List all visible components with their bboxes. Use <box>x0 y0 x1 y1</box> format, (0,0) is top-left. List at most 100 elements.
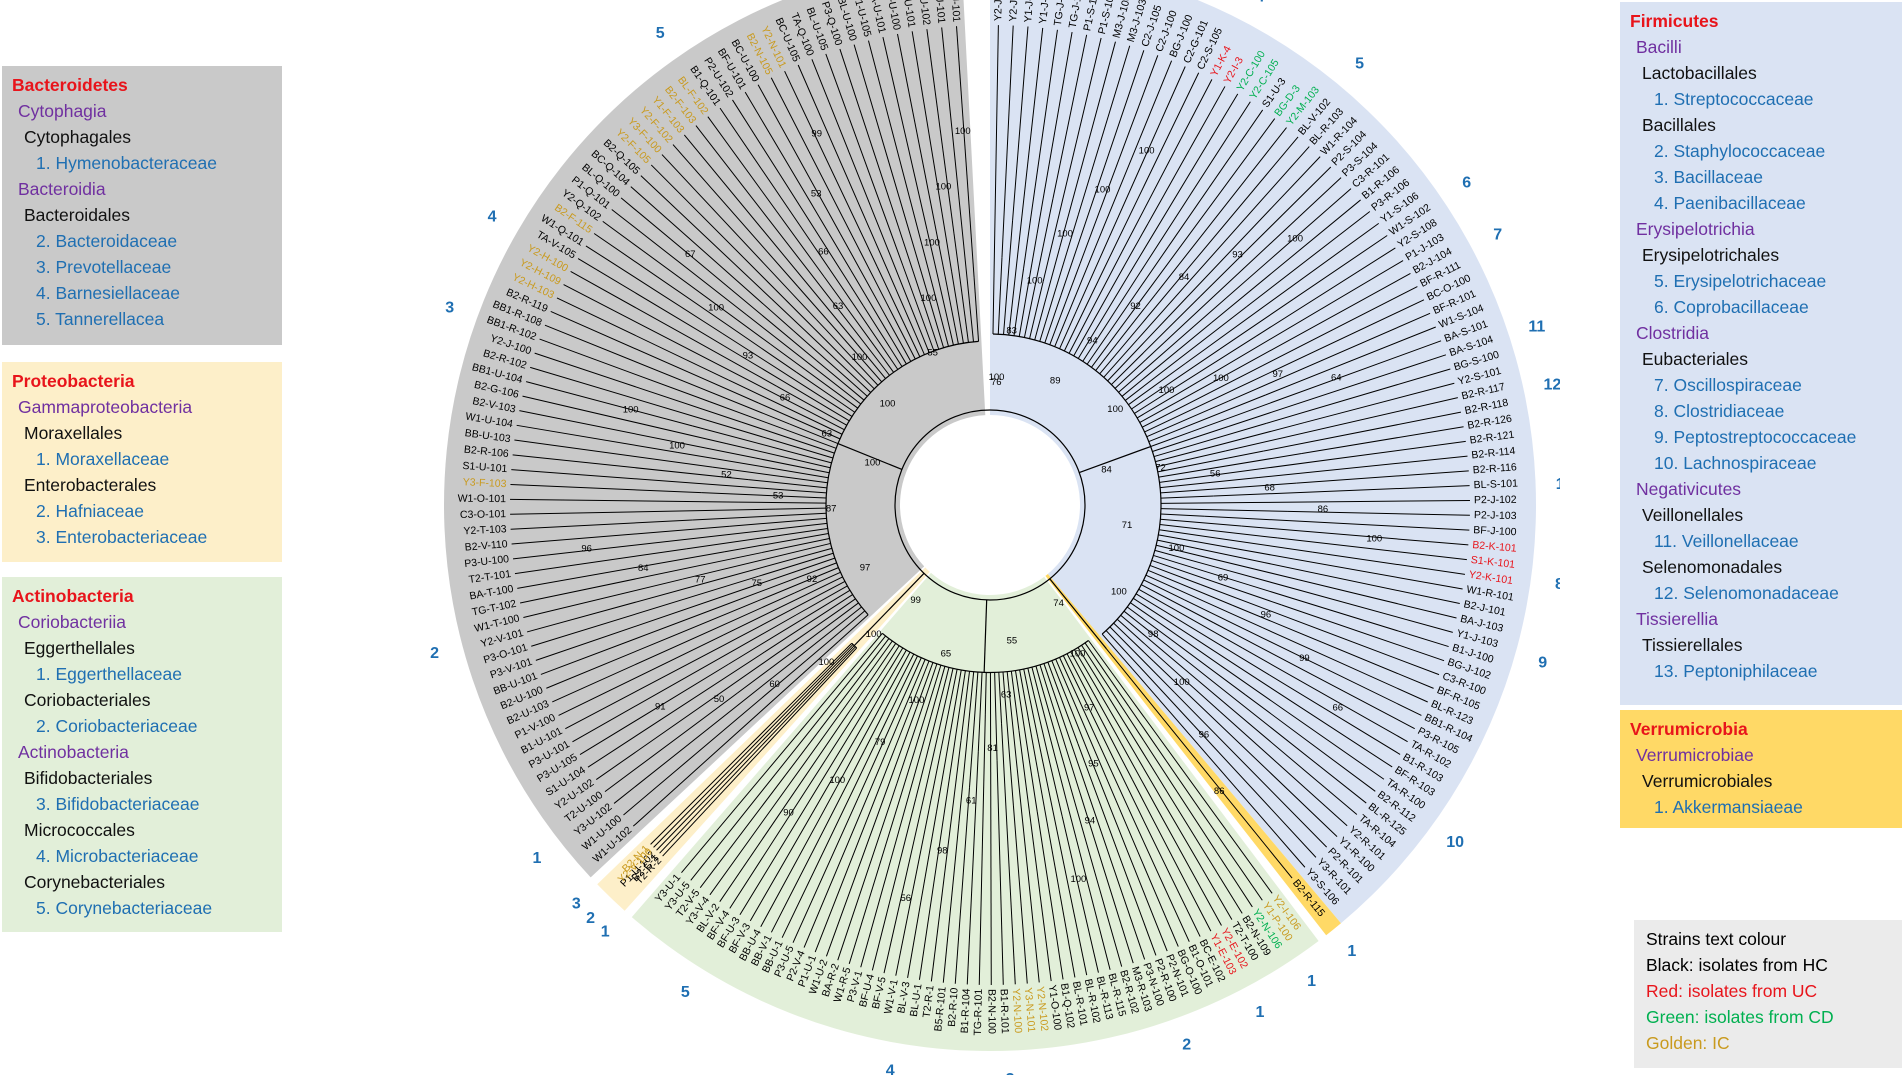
strain-label: P3-U-100 <box>464 553 510 570</box>
clade-number: 10 <box>1446 834 1464 851</box>
tree-branch <box>917 662 934 704</box>
bootstrap-value: 53 <box>773 490 784 501</box>
tree-branch <box>1304 382 1455 424</box>
tree-branch <box>968 672 979 788</box>
tree-branch <box>1111 672 1273 894</box>
bootstrap-value: 52 <box>721 469 732 480</box>
bootstrap-value: 100 <box>935 181 951 192</box>
tree-branch <box>1266 368 1451 424</box>
tree-branch <box>1242 647 1408 743</box>
tree-branch <box>544 324 790 425</box>
tree-branch <box>1191 299 1425 411</box>
bootstrap-value: 64 <box>1331 372 1342 383</box>
tree-branch <box>1054 231 1103 347</box>
tree-branch <box>1106 648 1132 681</box>
tree-branch <box>701 492 827 499</box>
tree-branch <box>732 99 864 307</box>
bootstrap-value: 86 <box>1318 504 1329 515</box>
tree-branch <box>1265 326 1436 396</box>
strain-label: Y3-N-101 <box>1022 987 1037 1033</box>
tree-branch <box>535 570 797 661</box>
tree-branch <box>1213 622 1415 730</box>
tree-branch <box>1160 482 1297 494</box>
tree-branch <box>1160 495 1214 499</box>
bootstrap-value: 89 <box>1050 375 1061 386</box>
bootstrap-value: 99 <box>1299 653 1310 664</box>
tree-branch <box>1105 630 1195 726</box>
tree-branch <box>1121 322 1212 397</box>
tree-branch <box>794 571 841 594</box>
tree-branch <box>738 501 827 504</box>
tree-branch <box>930 304 945 348</box>
tree-branch <box>662 676 830 857</box>
tree-branch <box>1185 136 1299 272</box>
tree-branch <box>556 297 729 381</box>
tree-branch <box>1167 109 1264 247</box>
tree-branch <box>883 763 932 974</box>
tree-branch <box>895 728 946 976</box>
tree-branch <box>1147 86 1226 224</box>
tree-branch <box>1077 299 1115 359</box>
tree-branch <box>611 209 747 316</box>
tree-branch <box>1158 534 1230 549</box>
tree-branch <box>886 302 916 360</box>
tree-branch <box>829 632 883 696</box>
tree-branch <box>623 660 807 816</box>
tree-branch <box>722 332 853 417</box>
strain-label: BL-U-1 <box>908 983 925 1018</box>
tree-branch <box>1128 706 1263 901</box>
tree-branch <box>764 594 853 653</box>
tree-branch <box>1244 694 1376 792</box>
bootstrap-value: 84 <box>1101 464 1112 475</box>
tree-branch <box>1068 251 1123 354</box>
tree-branch <box>741 421 835 454</box>
tree-branch <box>1079 445 1151 474</box>
tree-branch <box>784 489 827 494</box>
strain-label: Y2-T-103 <box>463 523 507 537</box>
tree-branch <box>746 644 854 753</box>
tree-branch <box>792 797 859 943</box>
tree-branch <box>1012 26 1029 221</box>
clade-number: 5 <box>681 984 690 1001</box>
tree-branch <box>1019 669 1039 775</box>
tree-branch <box>737 602 859 694</box>
tree-branch <box>1159 529 1313 553</box>
tree-branch <box>1139 101 1251 273</box>
bootstrap-value: 66 <box>818 246 829 257</box>
tree-branch <box>1219 711 1348 827</box>
tree-branch <box>1008 184 1026 336</box>
tree-branch <box>958 671 975 825</box>
tree-branch <box>1228 312 1431 402</box>
tree-branch <box>519 410 761 460</box>
tree-branch <box>993 25 999 295</box>
tree-branch <box>709 713 841 896</box>
legend-family: 2. Staphylococcaceae <box>1654 141 1826 161</box>
tree-branch <box>1029 281 1044 339</box>
tree-branch <box>1059 657 1100 745</box>
tree-branch <box>1109 626 1175 693</box>
bootstrap-value: 100 <box>1095 185 1111 196</box>
tree-branch <box>1262 627 1428 703</box>
legend-strain-row: Black: isolates from HC <box>1646 955 1828 975</box>
tree-branch <box>1077 743 1157 956</box>
legend-order: Tissierellales <box>1642 635 1743 655</box>
tree-branch <box>1121 79 1213 252</box>
strain-label: Y3-F-103 <box>462 476 506 490</box>
tree-branch <box>1010 671 1020 731</box>
bootstrap-value: 100 <box>1057 228 1073 239</box>
legend-order: Enterobacterales <box>24 475 157 495</box>
bootstrap-value: 100 <box>623 405 639 416</box>
tree-branch <box>1077 647 1158 777</box>
tree-branch <box>659 702 803 854</box>
tree-branch <box>1063 280 1099 352</box>
bootstrap-value: 100 <box>865 457 881 468</box>
legend-order: Verrumicrobiales <box>1642 771 1773 791</box>
legend-family: 4. Microbacteriaceae <box>36 846 199 866</box>
tree-branch <box>795 585 848 616</box>
tree-branch <box>748 479 827 489</box>
tree-branch <box>558 634 724 716</box>
tree-branch <box>1136 386 1190 419</box>
